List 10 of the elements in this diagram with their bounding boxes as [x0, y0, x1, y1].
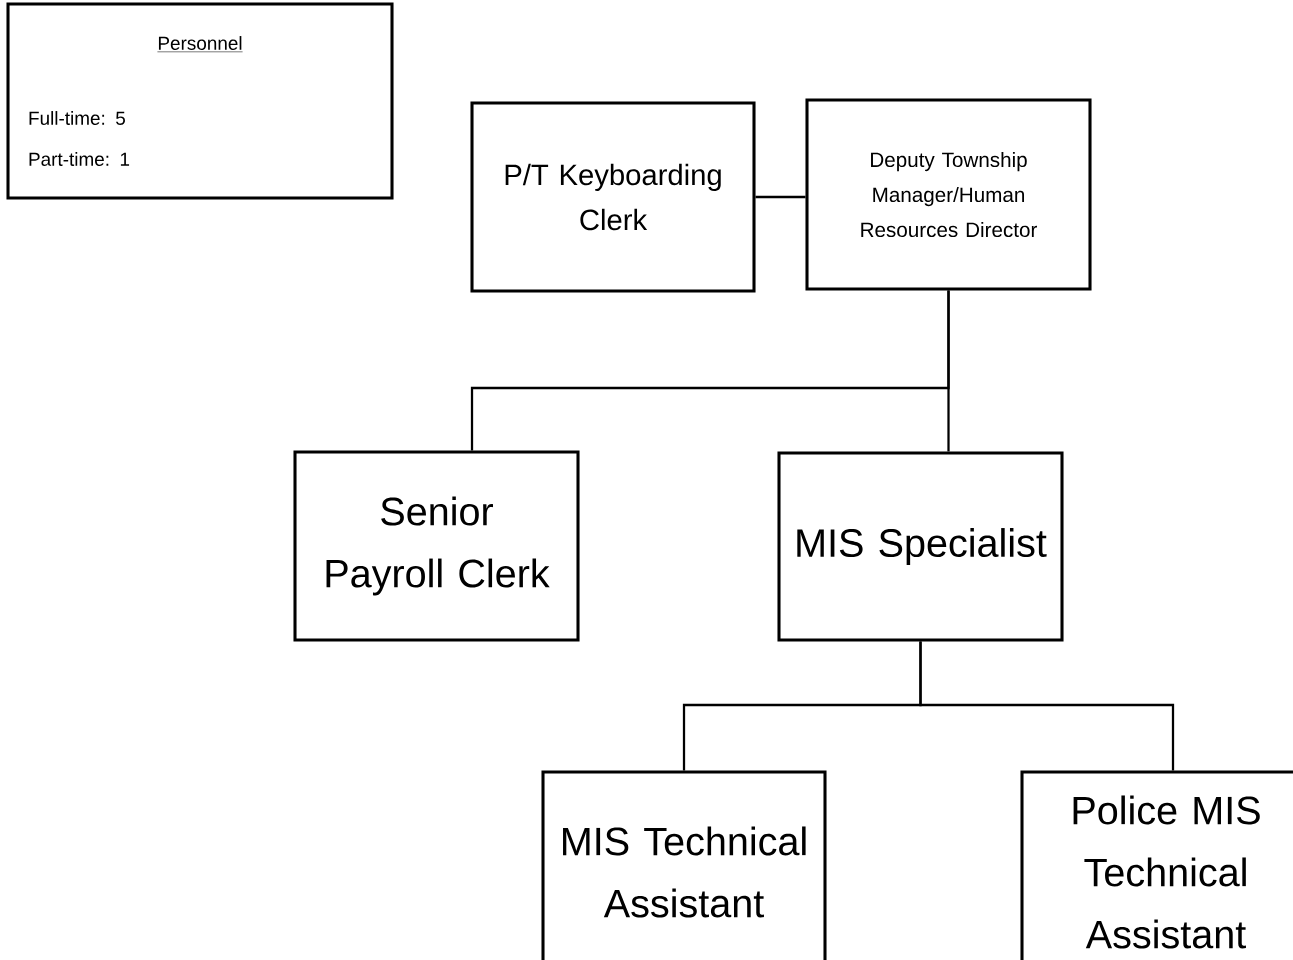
info-box: Personnel Full-time: 5 Part-time: 1: [6, 2, 394, 200]
connector-line: [919, 641, 1175, 771]
position-box: Senior Payroll Clerk: [293, 450, 580, 642]
position-box: MIS Technical Assistant: [541, 770, 827, 960]
position-box: P/T Keyboarding Clerk: [470, 101, 756, 293]
connector-line: [947, 290, 950, 452]
connector-line: [755, 195, 806, 199]
position-box: MIS Specialist: [777, 451, 1064, 642]
position-box: Police MIS Technical Assistant: [1020, 770, 1293, 960]
position-box: Deputy Township Manager/Human Resources Director: [805, 98, 1092, 291]
